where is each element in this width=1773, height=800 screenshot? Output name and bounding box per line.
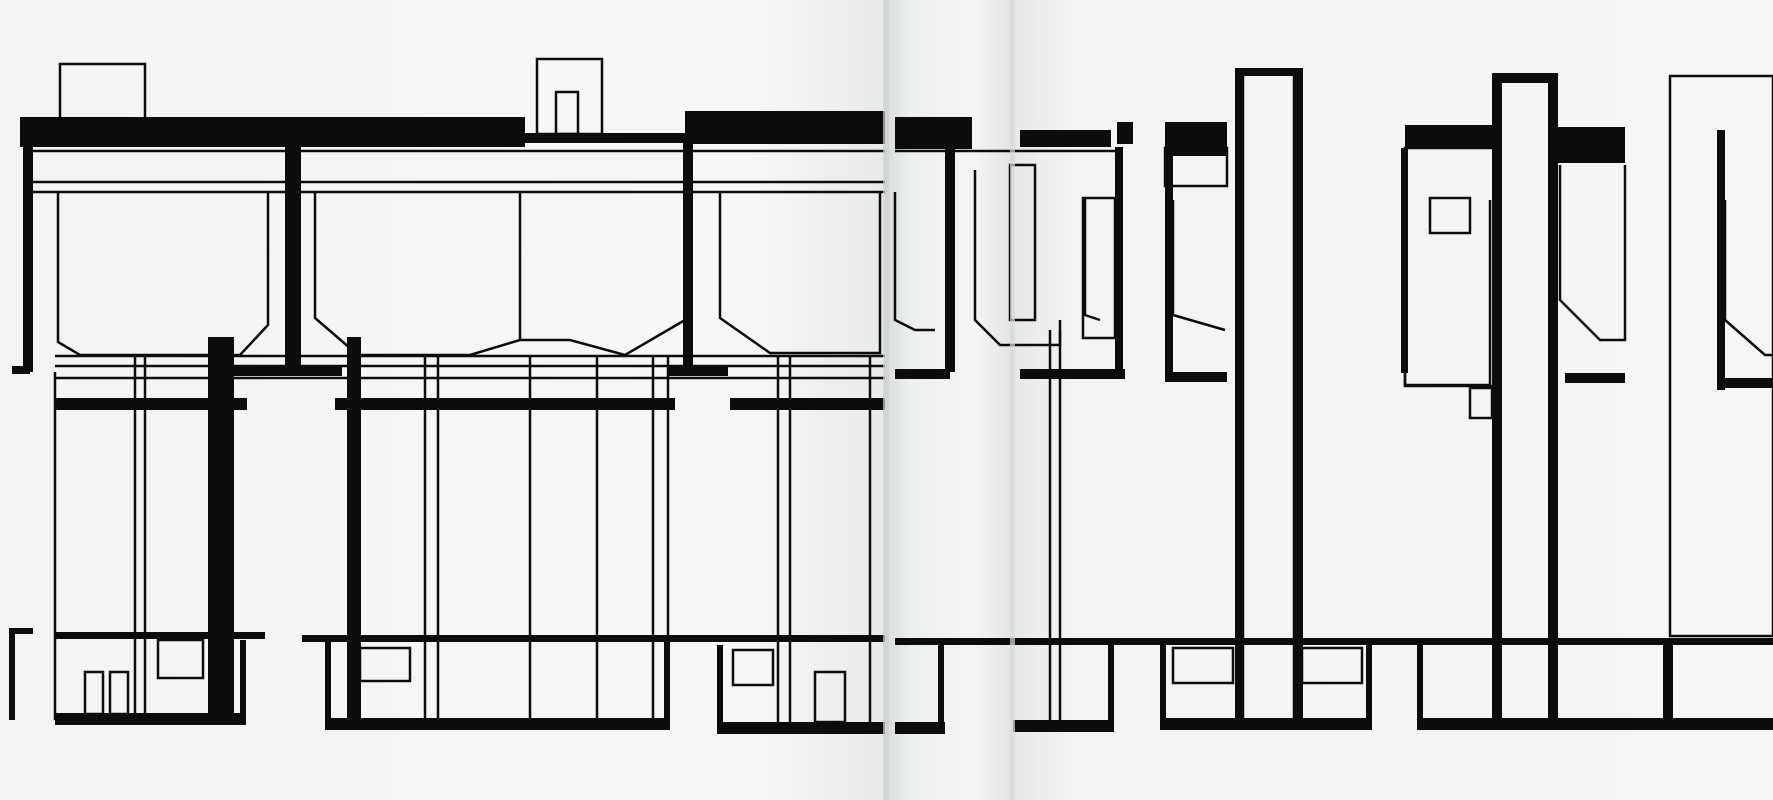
roof-slab xyxy=(895,117,972,149)
base-slab xyxy=(1013,720,1113,732)
ground-room xyxy=(1171,646,1235,685)
floor-beam xyxy=(1020,369,1125,379)
base-wall xyxy=(9,628,33,634)
floor-beam xyxy=(12,366,30,374)
base-slab xyxy=(325,718,670,730)
ground-beam xyxy=(55,632,265,639)
tower-wall xyxy=(1235,68,1243,725)
roof-box-door xyxy=(554,90,580,136)
roof-box xyxy=(58,62,147,141)
tower-wall xyxy=(1294,68,1303,725)
ground-beam xyxy=(895,638,1773,645)
floor-beam xyxy=(55,398,247,410)
base-slab xyxy=(1417,718,1773,730)
base-wall xyxy=(1663,645,1673,725)
roof-beam xyxy=(520,133,685,143)
ground-room xyxy=(731,648,775,687)
tower-wall xyxy=(1548,73,1558,725)
bay-box xyxy=(1081,196,1117,340)
bay-box xyxy=(1428,196,1472,235)
base-wall xyxy=(1366,645,1372,730)
tower-wall xyxy=(1492,73,1502,725)
hopper xyxy=(1171,200,1226,332)
hopper xyxy=(313,192,687,357)
floor-beam xyxy=(1165,372,1227,382)
floor-beam xyxy=(730,398,885,410)
bay-box xyxy=(1468,386,1494,420)
column xyxy=(1165,156,1173,381)
hopper xyxy=(56,192,270,357)
hopper xyxy=(718,192,882,355)
roof-slab xyxy=(20,117,525,147)
bay-box xyxy=(1163,146,1229,188)
tower-wall xyxy=(1235,68,1303,76)
floor-beam xyxy=(1565,373,1625,383)
column xyxy=(23,147,33,372)
ground-room xyxy=(358,646,412,683)
base-slab xyxy=(717,722,885,734)
base-wall xyxy=(717,645,723,734)
roof-slab xyxy=(1557,127,1625,163)
roof-slab xyxy=(1405,125,1497,149)
roof-slab xyxy=(1165,122,1227,156)
roof-box xyxy=(1668,74,1773,638)
roof-slab xyxy=(685,111,885,144)
hopper xyxy=(1083,198,1101,322)
base-wall xyxy=(325,642,331,730)
base-slab xyxy=(895,722,945,734)
right-page xyxy=(1013,0,1773,800)
ground-room xyxy=(1300,646,1364,685)
base-wall xyxy=(9,628,15,720)
column xyxy=(347,337,361,725)
column xyxy=(1115,147,1123,377)
tower-wall xyxy=(1492,73,1558,83)
bay-box xyxy=(1403,146,1499,388)
ground-room xyxy=(108,670,130,716)
ground-room xyxy=(83,670,105,716)
column xyxy=(945,147,955,372)
floor-beam xyxy=(1717,378,1773,388)
base-wall xyxy=(938,645,944,734)
floor-beam xyxy=(335,398,675,410)
ground-room xyxy=(813,670,847,724)
floor-beam xyxy=(895,369,950,379)
roof-slab xyxy=(1117,122,1133,144)
ground-room xyxy=(156,638,205,680)
column xyxy=(208,337,234,725)
hopper xyxy=(1558,165,1627,342)
base-slab xyxy=(1160,718,1372,730)
hopper xyxy=(893,192,935,332)
base-wall xyxy=(1108,645,1114,732)
column xyxy=(285,147,301,367)
column xyxy=(683,143,693,373)
base-wall xyxy=(1160,645,1166,730)
base-wall xyxy=(1417,645,1423,730)
base-slab xyxy=(55,713,245,725)
roof-box xyxy=(535,57,604,136)
hopper xyxy=(1403,200,1492,387)
floor-beam xyxy=(668,366,728,376)
hopper xyxy=(1723,200,1773,357)
roof-slab xyxy=(1020,130,1111,147)
column xyxy=(1717,130,1725,390)
floor-beam xyxy=(232,366,342,376)
ground-beam xyxy=(302,635,885,642)
base-wall xyxy=(240,640,246,725)
